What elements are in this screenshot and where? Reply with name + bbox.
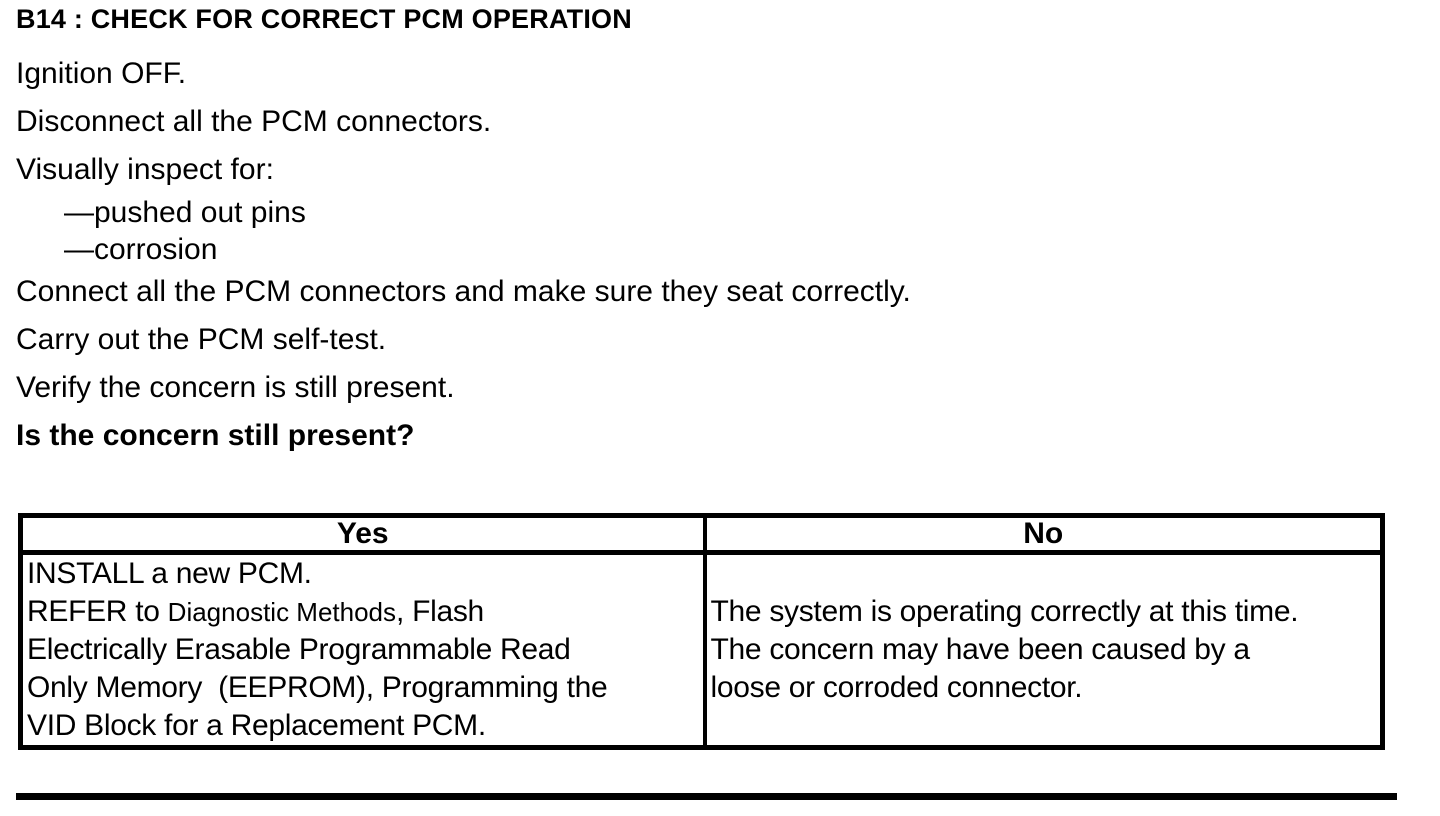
refer-text: REFER to bbox=[27, 595, 168, 628]
table-row: INSTALL a new PCM. REFER to Diagnostic M… bbox=[18, 552, 1385, 748]
yes-cell-line: INSTALL a new PCM. bbox=[27, 557, 312, 590]
yes-cell-line: REFER to Diagnostic Methods, Flash bbox=[27, 593, 703, 631]
no-cell-line: loose or corroded connector. bbox=[710, 671, 1083, 704]
no-cell: The system is operating correctly at thi… bbox=[702, 552, 1385, 748]
decision-question: Is the concern still present? bbox=[16, 419, 415, 452]
procedure-step-inspect: Visually inspect for: bbox=[16, 153, 274, 186]
procedure-step-disconnect: Disconnect all the PCM connectors. bbox=[16, 105, 492, 138]
bottom-rule bbox=[16, 793, 1397, 800]
procedure-step-connect: Connect all the PCM connectors and make … bbox=[16, 275, 911, 308]
procedure-step-ignition: Ignition OFF. bbox=[16, 57, 187, 90]
procedure-step-verify: Verify the concern is still present. bbox=[16, 371, 455, 404]
no-cell-line: The concern may have been caused by a bbox=[710, 633, 1251, 666]
no-column-header: No bbox=[702, 515, 1385, 555]
yes-cell-line: VID Block for a Replacement PCM. bbox=[27, 709, 486, 742]
inspection-item-pins: —pushed out pins bbox=[64, 196, 306, 229]
section-heading: B14 : CHECK FOR CORRECT PCM OPERATION bbox=[16, 4, 632, 34]
inspection-item-corrosion: —corrosion bbox=[64, 233, 218, 266]
decision-table: Yes No INSTALL a new PCM. REFER to Diagn… bbox=[18, 513, 1385, 750]
document-page: B14 : CHECK FOR CORRECT PCM OPERATION Ig… bbox=[16, 4, 1440, 800]
yes-column-header: Yes bbox=[18, 515, 707, 555]
yes-cell: INSTALL a new PCM. REFER to Diagnostic M… bbox=[18, 552, 707, 748]
no-cell-line: The system is operating correctly at thi… bbox=[710, 595, 1299, 628]
diagnostic-methods-link[interactable]: Diagnostic Methods bbox=[167, 597, 397, 627]
yes-cell-line: Only Memory (EEPROM), Programming the bbox=[27, 671, 608, 704]
yes-cell-line: Electrically Erasable Programmable Read bbox=[27, 633, 571, 666]
table-header-row: Yes No bbox=[18, 515, 1385, 555]
procedure-step-selftest: Carry out the PCM self-test. bbox=[16, 323, 387, 356]
refer-text: , Flash bbox=[396, 595, 484, 628]
